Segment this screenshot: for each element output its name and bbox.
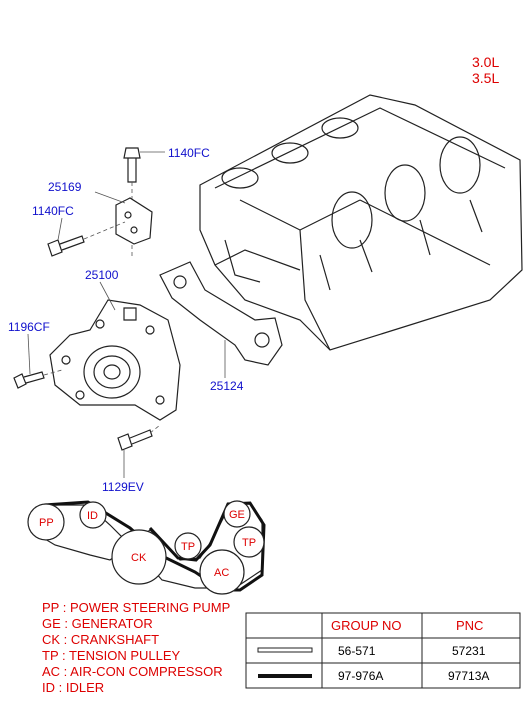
table-header-pnc: PNC: [456, 618, 483, 633]
table-cell-group-no: 97-976A: [338, 669, 383, 683]
abbreviation-legend: PP : POWER STEERING PUMP GE : GENERATOR …: [42, 600, 230, 695]
part-label-water-pump: 25100: [85, 268, 119, 282]
table-cell-pnc: 57231: [452, 644, 486, 658]
table-header-group-no: GROUP NO: [331, 618, 402, 633]
thick-belt-symbol: [258, 674, 312, 678]
engine-block: [199, 94, 523, 351]
pulley-tp-lower: [174, 532, 202, 560]
legend-item: GE : GENERATOR: [42, 616, 153, 631]
legend-item: AC : AIR-CON COMPRESSOR: [42, 664, 223, 679]
pulley-ck: [111, 529, 167, 585]
belt-routing: [27, 500, 266, 595]
table-row: 97-976A 97713A: [258, 669, 489, 683]
pulley-label-tp-lower: TP: [181, 541, 195, 553]
bolt-bottom-drawing: [117, 424, 161, 478]
bracket-drawing: [94, 191, 153, 245]
legend-item: PP : POWER STEERING PUMP: [42, 600, 230, 615]
part-label-bolt-pump-side: 1196CF: [8, 320, 50, 334]
bolt-pump-side-drawing: [13, 333, 63, 389]
legend-item: TP : TENSION PULLEY: [42, 648, 181, 663]
gasket-drawing: [159, 261, 283, 378]
pulley-ge: [223, 500, 251, 528]
pulley-label-ac: AC: [214, 567, 229, 579]
table-row: 56-571 57231: [257, 644, 486, 658]
part-label-bolt-bottom: 1129EV: [102, 480, 144, 494]
pulley-label-tp-upper: TP: [242, 537, 256, 549]
part-number-table: GROUP NO PNC 56-571 57231 97-976A 97713A: [245, 612, 521, 689]
bolt-left-drawing: [47, 217, 126, 257]
part-label-bolt-top: 1140FC: [168, 146, 210, 160]
part-label-gasket: 25124: [210, 379, 244, 393]
water-pump-drawing: [49, 281, 181, 421]
pulley-label-id: ID: [87, 510, 98, 522]
engine-variant-2: 3.5L: [472, 70, 499, 86]
pulley-pp: [27, 503, 65, 541]
legend-item: ID : IDLER: [42, 680, 104, 695]
pulley-ac: [199, 549, 245, 595]
pulley-id: [79, 501, 107, 529]
pulley-label-ck: CK: [131, 552, 147, 564]
thin-belt-symbol: [257, 647, 313, 653]
part-label-bracket: 25169: [48, 180, 82, 194]
table-cell-group-no: 56-571: [338, 644, 376, 658]
table-cell-pnc: 97713A: [448, 669, 489, 683]
legend-item: CK : CRANKSHAFT: [42, 632, 159, 647]
engine-variant-1: 3.0L: [472, 54, 499, 70]
pulley-tp-upper: [233, 526, 265, 558]
pulley-label-ge: GE: [229, 509, 245, 521]
part-label-bolt-left: 1140FC: [32, 204, 74, 218]
pulley-label-pp: PP: [39, 517, 54, 529]
